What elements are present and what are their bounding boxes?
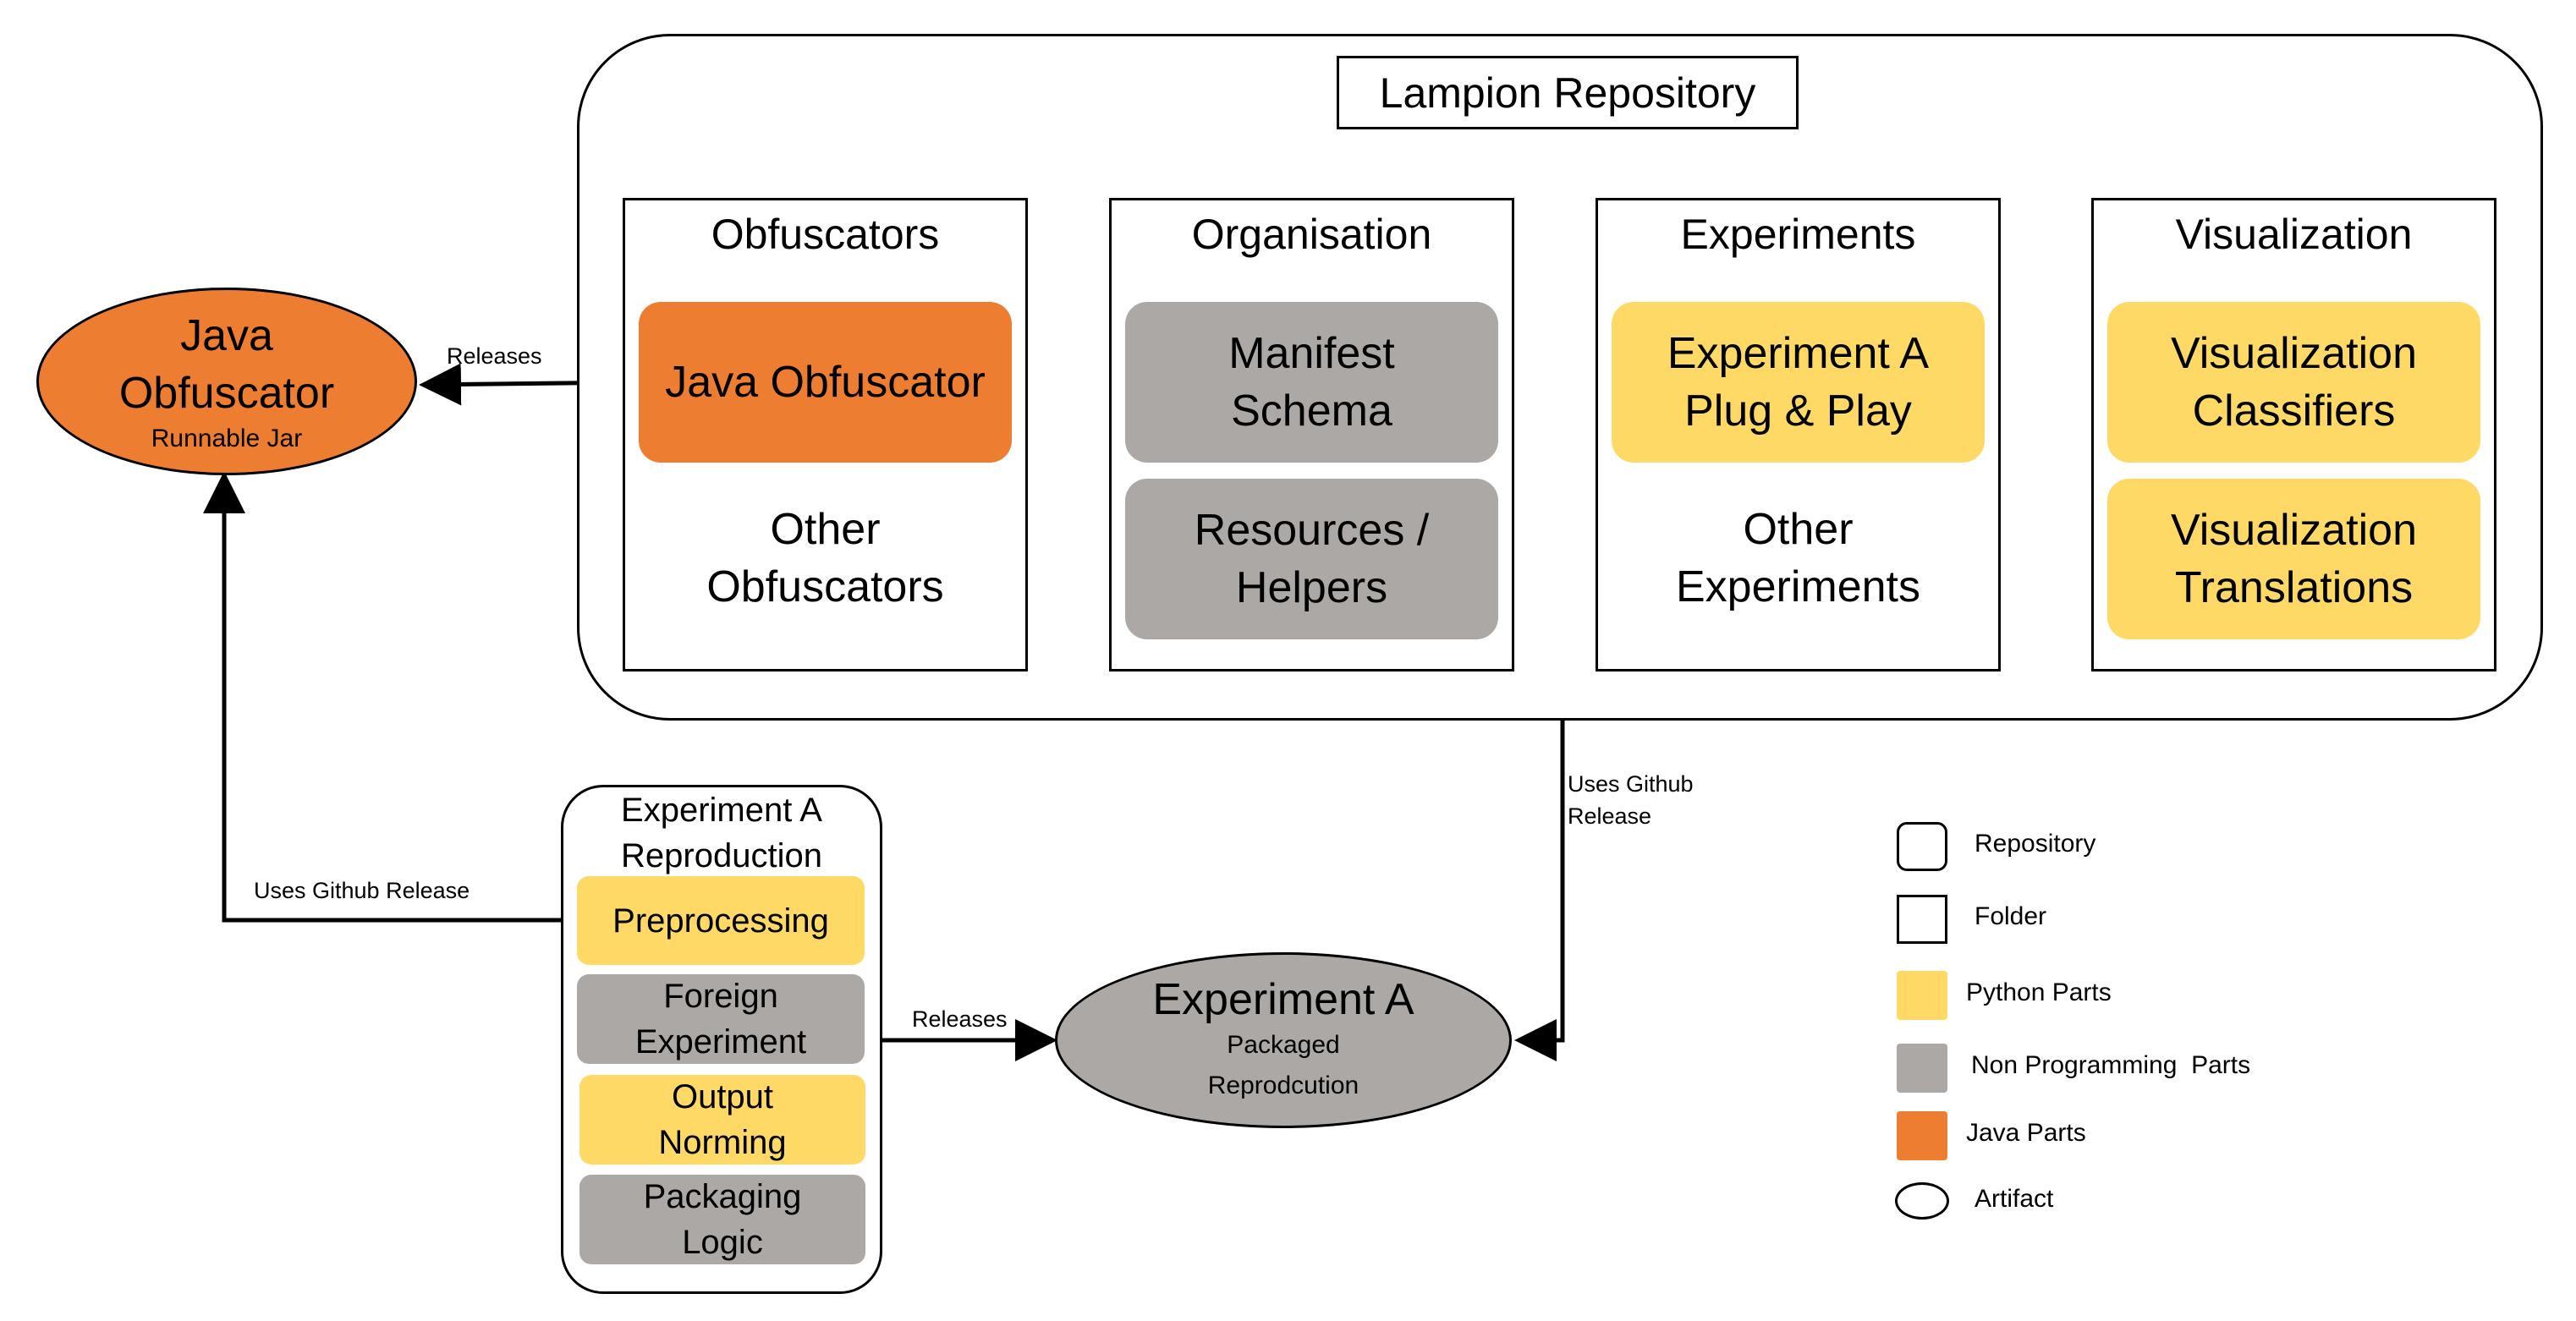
legend-label: Artifact bbox=[1975, 1185, 2054, 1213]
visualization-classifiers-part: Visualization Classifiers bbox=[2107, 302, 2480, 463]
other-experiments-part: Other Experiments bbox=[1676, 505, 1920, 611]
folder-title: Organisation bbox=[1191, 211, 1432, 258]
legend-label: Non Programming Parts bbox=[1971, 1051, 2251, 1079]
legend-swatch-python bbox=[1897, 971, 1947, 1020]
packaging-logic-step: Packaging Logic bbox=[579, 1175, 865, 1264]
legend-item-repository: Repository bbox=[1893, 820, 2367, 873]
java-obfuscator-artifact: Java Obfuscator Runnable Jar bbox=[36, 288, 417, 475]
legend-swatch-folder bbox=[1897, 895, 1947, 944]
foreign-experiment-step: Foreign Experiment bbox=[577, 974, 865, 1064]
legend-label: Folder bbox=[1975, 902, 2047, 930]
artifact-subtitle: Packaged Reprodcution bbox=[1207, 1031, 1359, 1099]
artifact-title: Experiment A bbox=[1152, 975, 1414, 1024]
artifact-subtitle: Runnable Jar bbox=[151, 425, 303, 452]
folder-title: Visualization bbox=[2175, 211, 2413, 258]
legend-label: Java Parts bbox=[1966, 1119, 2086, 1147]
repository-title-box: Lampion Repository bbox=[1337, 56, 1799, 129]
edge-label-uses-release-plugplay: Uses Github Release bbox=[1568, 771, 1694, 829]
legend-swatch-artifact bbox=[1895, 1182, 1949, 1220]
output-norming-step: Output Norming bbox=[579, 1075, 865, 1165]
edge-label-releases-experiment: Releases bbox=[912, 1006, 1008, 1032]
resources-helpers-part: Resources / Helpers bbox=[1125, 479, 1498, 639]
legend-label: Python Parts bbox=[1966, 978, 2112, 1006]
edge-label-uses-release-preprocessing: Uses Github Release bbox=[254, 878, 470, 903]
visualization-translations-part: Visualization Translations bbox=[2107, 479, 2480, 639]
folder-title: Obfuscators bbox=[711, 211, 940, 258]
legend-item-artifact: Artifact bbox=[1893, 1176, 2367, 1228]
legend-item-folder: Folder bbox=[1893, 893, 2367, 946]
reproduction-title: Experiment A Reproduction bbox=[621, 792, 822, 874]
legend-item-java: Java Parts bbox=[1893, 1110, 2367, 1162]
legend: Repository Folder Python Parts Non Progr… bbox=[1893, 820, 2367, 1226]
preprocessing-step: Preprocessing bbox=[577, 876, 865, 965]
legend-item-python: Python Parts bbox=[1893, 969, 2367, 1022]
java-obfuscator-part: Java Obfuscator bbox=[639, 302, 1012, 463]
edge-uses-release-preprocessing bbox=[203, 471, 579, 923]
legend-item-non-programming: Non Programming Parts bbox=[1893, 1042, 2367, 1094]
legend-label: Repository bbox=[1975, 830, 2096, 858]
artifact-title: Java Obfuscator bbox=[118, 311, 335, 418]
manifest-schema-part: Manifest Schema bbox=[1125, 302, 1498, 463]
other-obfuscators-part: Other Obfuscators bbox=[706, 505, 944, 611]
legend-swatch-java bbox=[1897, 1111, 1947, 1160]
legend-swatch-repository bbox=[1897, 822, 1947, 871]
legend-swatch-non-programming bbox=[1897, 1044, 1947, 1093]
experiment-a-artifact: Experiment A Packaged Reprodcution bbox=[1055, 952, 1512, 1128]
repository-title: Lampion Repository bbox=[1379, 69, 1756, 117]
edge-label-releases-java: Releases bbox=[447, 343, 542, 369]
experiment-a-plug-play-part: Experiment A Plug & Play bbox=[1612, 302, 1985, 463]
folder-title: Experiments bbox=[1680, 211, 1916, 258]
